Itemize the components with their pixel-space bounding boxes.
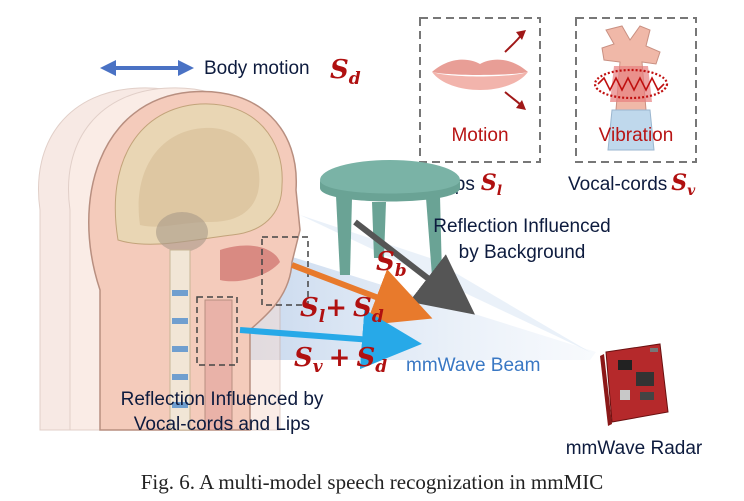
radar-board xyxy=(600,343,669,426)
background-reflection-label-1: Reflection Influenced xyxy=(433,216,610,237)
body-motion-arrow xyxy=(100,60,194,76)
head-cross-section xyxy=(88,90,301,431)
body-motion-symbol: Sd xyxy=(330,55,361,89)
vocal-focus-box xyxy=(196,296,238,366)
sld-label: Sl+Sd xyxy=(300,293,384,327)
sb-label: Sb xyxy=(376,247,407,281)
vibration-label: Vibration xyxy=(599,125,674,146)
background-reflection-label-2: by Background xyxy=(459,242,586,263)
svd-arrow xyxy=(239,309,422,370)
figure-canvas: Body motion Sd Motion Vibration LipsSl V… xyxy=(38,17,703,459)
sb-arrow xyxy=(353,219,475,315)
vibration-ellipse xyxy=(593,68,669,100)
vocal-reflection-label-2: Vocal-cords and Lips xyxy=(134,414,310,435)
lips-motion-label: Motion xyxy=(451,125,508,146)
beam-label: mmWave Beam xyxy=(406,355,540,376)
radar-label: mmWave Radar xyxy=(566,438,703,459)
figure-caption: Fig. 6. A multi-model speech recognizati… xyxy=(140,470,604,494)
vocal-reflection-label-1: Reflection Influenced by xyxy=(121,389,324,410)
lips-illustration xyxy=(432,30,528,110)
svd-label: Sv+Sd xyxy=(294,343,387,377)
vocal-cords-illustration xyxy=(593,25,669,151)
sld-arrow xyxy=(290,262,433,326)
body-motion-label: Body motion xyxy=(204,58,310,79)
